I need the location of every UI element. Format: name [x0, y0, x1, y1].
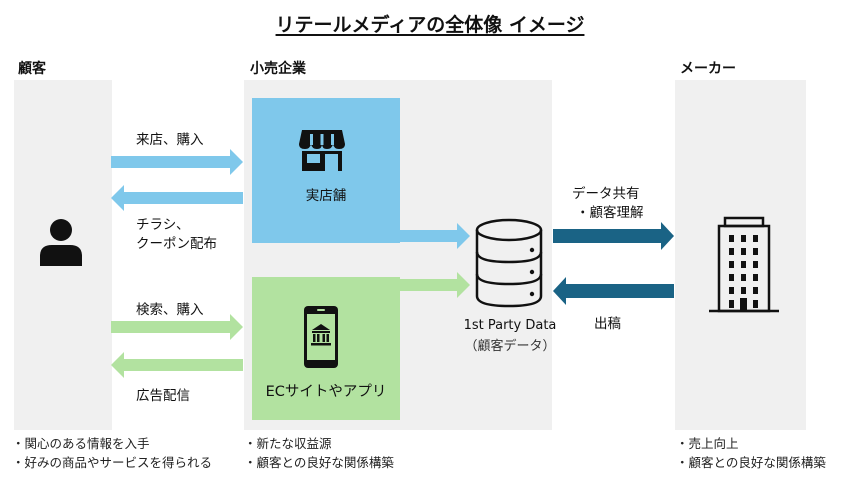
- arrow-label-from-maker: 出稿: [594, 316, 621, 332]
- maker-note: ・顧客との良好な関係構築: [676, 455, 826, 470]
- arrow-store-to-db: [400, 223, 470, 249]
- arrow-ec-to-db: [400, 272, 470, 298]
- arrow-to-maker: [553, 222, 674, 250]
- arrow-store-in: [111, 149, 243, 175]
- arrow-label-store-out-2: クーポン配布: [136, 236, 217, 252]
- diagram-title: リテールメディアの全体像 イメージ: [275, 14, 585, 36]
- person-icon: [40, 219, 82, 266]
- smartphone-bank-icon: [304, 306, 338, 368]
- database-sublabel: （顧客データ）: [464, 339, 556, 354]
- office-building-icon: [709, 216, 779, 313]
- retailer-notes: ・新たな収益源 ・顧客との良好な関係構築: [244, 434, 394, 472]
- arrow-from-maker: [553, 277, 674, 305]
- customer-note: ・関心のある情報を入手: [12, 436, 150, 451]
- customer-note: ・好みの商品やサービスを得られる: [12, 455, 213, 470]
- storefront-icon: [299, 130, 345, 171]
- arrow-label-to-maker-1: データ共有: [572, 186, 640, 202]
- arrow-label-to-maker-2: ・顧客理解: [576, 205, 644, 221]
- customer-section-label: 顧客: [18, 61, 46, 77]
- arrow-label-ec-in: 検索、購入: [136, 302, 204, 318]
- store-label: 実店舗: [305, 188, 347, 204]
- maker-note: ・売上向上: [676, 436, 739, 451]
- arrow-label-store-in: 来店、購入: [136, 132, 204, 148]
- arrow-store-out: [111, 185, 243, 211]
- arrow-label-store-out-1: チラシ、: [136, 217, 190, 233]
- retailer-note: ・顧客との良好な関係構築: [244, 455, 394, 470]
- retailer-section-label: 小売企業: [250, 61, 306, 77]
- maker-panel: [675, 80, 806, 430]
- arrow-ec-out: [111, 352, 243, 378]
- arrow-ec-in: [111, 314, 243, 340]
- customer-notes: ・関心のある情報を入手 ・好みの商品やサービスを得られる: [12, 434, 212, 472]
- ec-label: ECサイトやアプリ: [265, 384, 387, 400]
- database-icon: [475, 218, 543, 308]
- database-label: 1st Party Data: [463, 318, 557, 333]
- retailer-note: ・新たな収益源: [244, 436, 332, 451]
- maker-section-label: メーカー: [680, 61, 736, 77]
- arrow-label-ec-out: 広告配信: [136, 388, 190, 404]
- maker-notes: ・売上向上 ・顧客との良好な関係構築: [676, 434, 826, 472]
